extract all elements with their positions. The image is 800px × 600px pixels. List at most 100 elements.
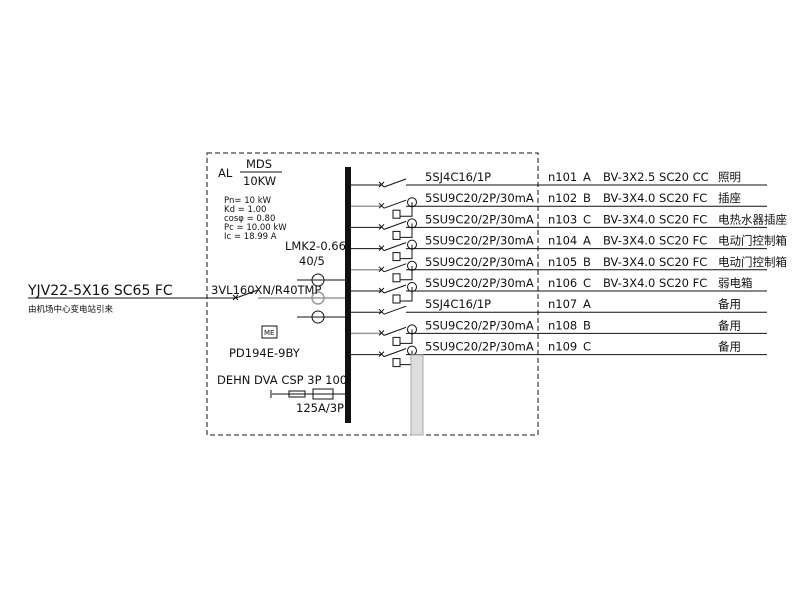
circuit-row[interactable]: 5SU9C20/2P/30mA n104 A BV-3X4.0 SC20 FC 电动门控… (351, 234, 787, 262)
circuit-breaker: 5SU9C20/2P/30mA (425, 191, 534, 205)
breaker-contact-icon (383, 326, 407, 336)
breaker-contact-icon (383, 348, 407, 358)
breaker-cross-icon (378, 202, 385, 209)
rcd-link (400, 202, 413, 217)
overlay-scroll-handle (410, 354, 424, 436)
breaker-contact-icon (383, 199, 407, 209)
breaker-cross-icon (378, 245, 385, 251)
circuit-breaker: 5SU9C20/2P/30mA (425, 340, 534, 354)
circuit-cable: BV-3X4.0 SC20 FC (603, 234, 707, 248)
breaker-cross-icon (378, 224, 385, 230)
circuit-row[interactable]: 5SU9C20/2P/30mA n102 B BV-3X4.0 SC20 FC 插座 (351, 191, 767, 219)
circuit-phase: C (583, 212, 591, 226)
circuit-breaker: 5SU9C20/2P/30mA (425, 318, 534, 332)
circuit-breaker: 5SJ4C16/1P (425, 297, 491, 311)
rcd-coil-icon (392, 209, 401, 219)
circuit-id: n105 (548, 255, 577, 269)
breaker-contact-icon (383, 305, 407, 315)
breaker-contact-icon (383, 263, 407, 273)
circuit-load: 电动门控制箱 (718, 255, 787, 269)
surge-protector-icon (270, 388, 345, 400)
breaker-cross-icon (378, 308, 385, 315)
circuit-cable: BV-3X2.5 SC20 CC (603, 170, 709, 184)
meter-model: PD194E-9BY (229, 346, 301, 360)
circuit-phase: A (583, 170, 591, 184)
breaker-cross-icon (378, 330, 385, 336)
circuit-load: 弱电箱 (718, 276, 753, 290)
circuit-id: n106 (548, 276, 577, 290)
rcd-coil-icon (392, 358, 401, 368)
circuit-cable: BV-3X4.0 SC20 FC (603, 276, 707, 290)
breaker-contact-icon (383, 284, 407, 294)
rcd-coil-icon (392, 252, 401, 262)
meter-icon (261, 325, 278, 339)
rcd-coil-icon (392, 294, 401, 304)
breaker-cross-icon (378, 287, 385, 294)
circuit-id: n102 (548, 191, 577, 205)
circuit-phase: A (583, 234, 591, 248)
rcd-coil-icon (392, 336, 401, 346)
circuit-id: n101 (548, 170, 577, 184)
circuit-breaker: 5SJ4C16/1P (425, 170, 491, 184)
breaker-cross-icon (378, 266, 385, 273)
meter-icon-label: ME (264, 329, 274, 337)
circuit-id: n108 (548, 318, 577, 332)
bus-bar (345, 167, 351, 423)
incoming-source: 由机场中心变电站引来 (28, 304, 114, 315)
circuit-phase: B (583, 318, 591, 332)
param-pc: Pc = 10.00 kW (224, 223, 287, 233)
circuit-load: 电动门控制箱 (718, 234, 787, 248)
panel-power: 10KW (243, 174, 276, 188)
circuit-load: 备用 (718, 340, 741, 354)
param-ic: Ic = 18.99 A (224, 232, 277, 242)
circuit-breaker: 5SU9C20/2P/30mA (425, 212, 534, 226)
circuit-row[interactable]: 5SU9C20/2P/30mA n106 C BV-3X4.0 SC20 FC 弱电箱 (351, 276, 767, 304)
breaker-contact-icon (383, 220, 407, 230)
circuit-cable: BV-3X4.0 SC20 FC (603, 191, 707, 205)
panel-model: MDS (246, 157, 272, 171)
breaker-cross-icon (378, 181, 385, 188)
rcd-link (400, 265, 413, 281)
param-kd: Kd = 1.00 (224, 205, 266, 215)
rcd-link (400, 287, 413, 302)
rcd-link (400, 223, 413, 238)
panel-name: AL (218, 166, 233, 180)
circuit-phase: B (583, 191, 591, 205)
circuit-breaker: 5SU9C20/2P/30mA (425, 276, 534, 290)
circuit-cable: BV-3X4.0 SC20 FC (603, 212, 707, 226)
ct-label: LMK2-0.66 (285, 239, 346, 253)
circuit-phase: B (583, 255, 591, 269)
circuit-id: n103 (548, 212, 577, 226)
rcd-link (400, 244, 413, 260)
circuit-phase: C (583, 276, 591, 290)
breaker-cross-icon (378, 351, 385, 357)
rcd-coil-icon (392, 273, 401, 283)
ct-ratio: 40/5 (299, 254, 325, 268)
circuit-phase: C (583, 340, 591, 354)
breaker-contact-icon (383, 242, 407, 252)
breaker-contact-icon (383, 178, 407, 188)
circuit-row[interactable]: 5SU9C20/2P/30mA n108 B 备用 (351, 318, 767, 346)
circuit-load: 插座 (718, 191, 741, 205)
main-breaker-label: 3VL160XN/R40TMP (211, 283, 321, 297)
circuit-id: n104 (548, 234, 577, 248)
spd-fuse: 125A/3P (296, 401, 344, 415)
circuit-load: 备用 (718, 318, 741, 332)
spd-label: DEHN DVA CSP 3P 100 (217, 373, 347, 387)
circuit-id: n109 (548, 340, 577, 354)
main-breaker-icon (207, 289, 345, 301)
rcd-link (400, 329, 413, 344)
circuit-cable: BV-3X4.0 SC20 FC (603, 255, 707, 269)
incoming-cable: YJV22-5X16 SC65 FC (27, 283, 173, 299)
circuit-breaker: 5SU9C20/2P/30mA (425, 234, 534, 248)
circuit-row[interactable]: 5SU9C20/2P/30mA n109 C 备用 (351, 340, 767, 368)
rcd-link (400, 350, 413, 366)
param-pn: Pn= 10 kW (224, 196, 272, 206)
